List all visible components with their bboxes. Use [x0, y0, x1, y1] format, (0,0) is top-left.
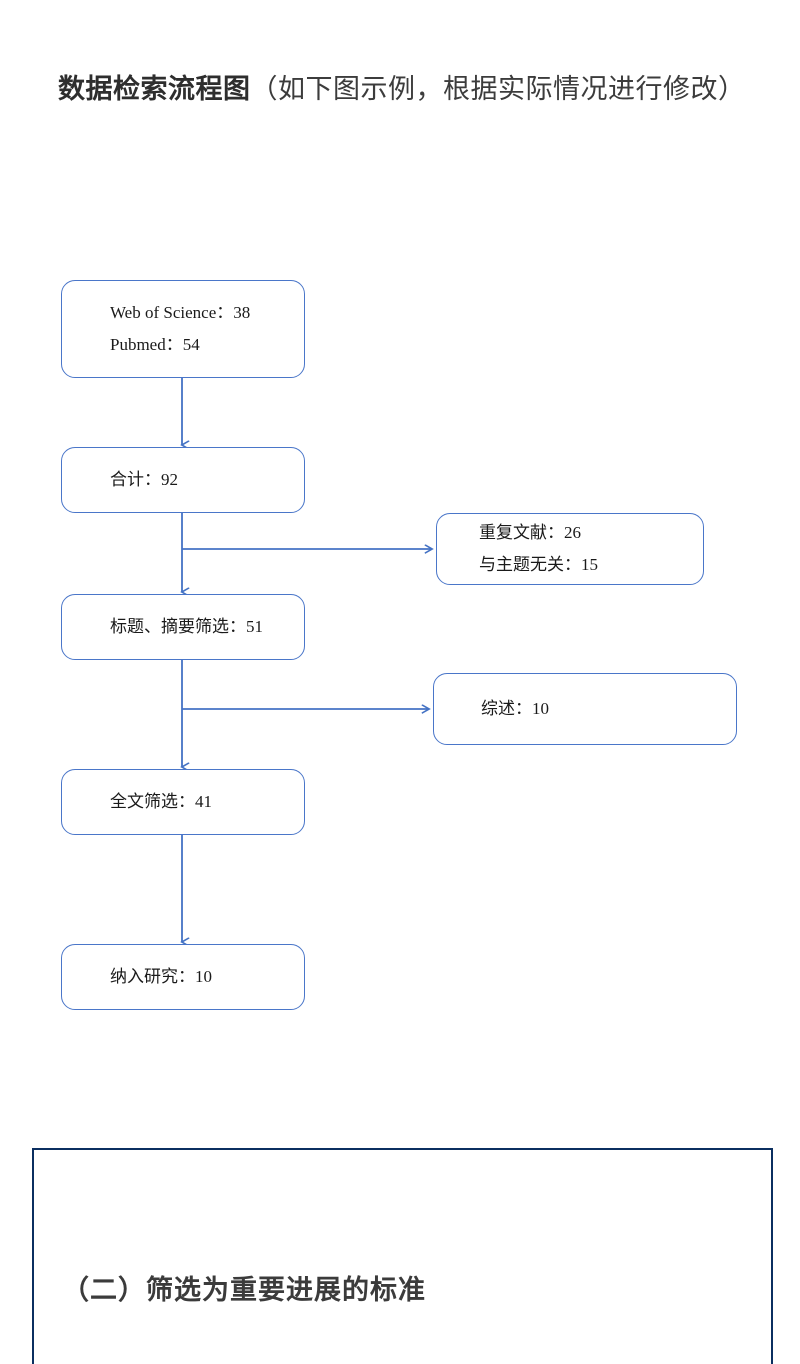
flow-node-total[interactable]: 合计：92 — [61, 447, 305, 513]
flow-node-excluded-reviews[interactable]: 综述：10 — [433, 673, 737, 745]
flow-node-title-abstract-screening[interactable]: 标题、摘要筛选：51 — [61, 594, 305, 660]
flow-node-excluded-duplicates[interactable]: 重复文献：26 与主题无关：15 — [436, 513, 704, 585]
data-retrieval-flowchart: Web of Science：38 Pubmed：54 合计：92 重复文献：2… — [0, 280, 800, 1100]
flow-node-fulltext-screening[interactable]: 全文筛选：41 — [61, 769, 305, 835]
page-title-rest: （如下图示例，根据实际情况进行修改） — [250, 74, 746, 104]
flow-node-sources-line1: Web of Science：38 — [110, 303, 251, 322]
flow-node-included-studies[interactable]: 纳入研究：10 — [61, 944, 305, 1010]
flow-node-sources[interactable]: Web of Science：38 Pubmed：54 — [61, 280, 305, 378]
flowchart-connectors — [0, 378, 800, 1100]
flow-node-excluded-reviews-line1: 综述：10 — [481, 699, 549, 718]
page-title-bold: 数据检索流程图 — [58, 74, 251, 104]
flow-node-sources-line2: Pubmed：54 — [110, 335, 200, 354]
flow-node-title-abstract-screening-line1: 标题、摘要筛选：51 — [110, 617, 263, 636]
page-title: 数据检索流程图（如下图示例，根据实际情况进行修改） — [58, 58, 758, 120]
section-frame — [32, 1148, 773, 1364]
flow-node-fulltext-screening-line1: 全文筛选：41 — [110, 792, 212, 811]
flow-node-included-studies-line1: 纳入研究：10 — [110, 967, 212, 986]
flow-node-total-line1: 合计：92 — [110, 470, 178, 489]
flow-node-excluded-duplicates-line2: 与主题无关：15 — [479, 555, 598, 574]
section-heading: （二）筛选为重要进展的标准 — [62, 1275, 426, 1305]
flow-node-excluded-duplicates-line1: 重复文献：26 — [479, 523, 581, 542]
